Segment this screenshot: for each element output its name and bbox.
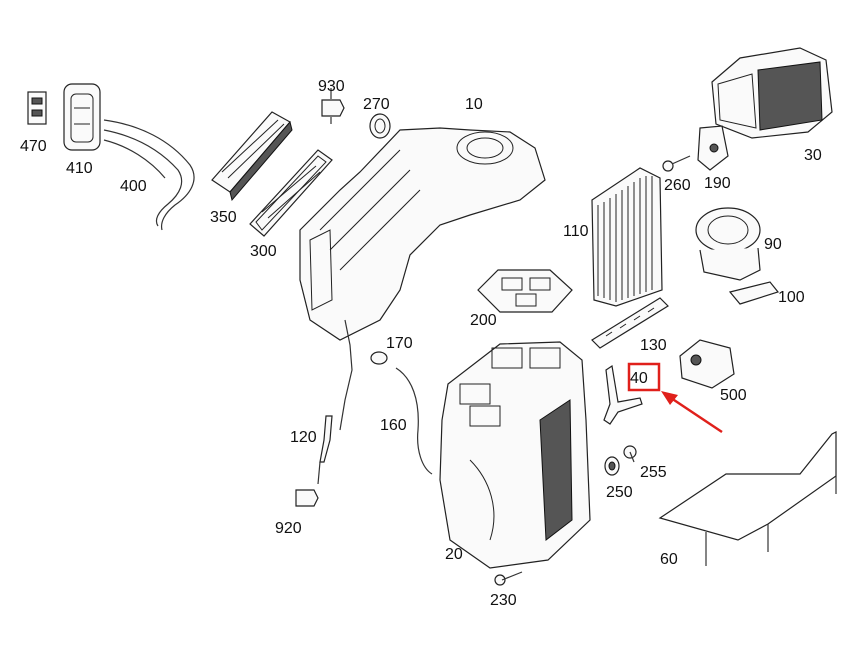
- callout-260: 260: [664, 177, 691, 194]
- callout-30: 30: [804, 147, 822, 164]
- part-60-panel[interactable]: [658, 431, 837, 566]
- part-100-resistor[interactable]: [728, 281, 780, 305]
- callout-100: 100: [778, 289, 805, 306]
- part-130-bracket[interactable]: [591, 297, 669, 349]
- callout-270: 270: [363, 96, 390, 113]
- callout-500: 500: [720, 387, 747, 404]
- part-410-seal[interactable]: [63, 83, 101, 151]
- part-920-tag[interactable]: [295, 489, 319, 507]
- callout-410: 410: [66, 160, 93, 177]
- callout-200: 200: [470, 312, 497, 329]
- part-250-grommet[interactable]: [604, 456, 620, 476]
- callout-10: 10: [465, 96, 483, 113]
- callout-255: 255: [640, 464, 667, 481]
- part-255-bolt[interactable]: [623, 445, 637, 463]
- callout-350: 350: [210, 209, 237, 226]
- part-30-regulator-module[interactable]: [711, 47, 833, 139]
- callout-170: 170: [386, 335, 413, 352]
- callout-250: 250: [606, 484, 633, 501]
- callout-300: 300: [250, 243, 277, 260]
- part-500-control-unit[interactable]: [679, 339, 735, 389]
- callout-400: 400: [120, 178, 147, 195]
- callout-920: 920: [275, 520, 302, 537]
- part-190-actuator[interactable]: [697, 125, 729, 171]
- part-400-pipes[interactable]: [103, 119, 195, 231]
- part-90-blower-motor[interactable]: [695, 207, 761, 281]
- part-350-heater-core[interactable]: [211, 111, 293, 202]
- callout-90: 90: [764, 236, 782, 253]
- part-120-sensor[interactable]: [317, 415, 333, 485]
- callout-130: 130: [640, 337, 667, 354]
- callout-120: 120: [290, 429, 317, 446]
- part-20-lower-housing[interactable]: [439, 341, 591, 569]
- callout-930: 930: [318, 78, 345, 95]
- callout-190: 190: [704, 175, 731, 192]
- part-200-gasket[interactable]: [477, 269, 573, 313]
- part-260-screw[interactable]: [662, 155, 691, 172]
- highlight-box: [627, 362, 661, 392]
- highlight-arrow: [661, 391, 723, 434]
- part-300-evaporator[interactable]: [249, 149, 333, 237]
- callout-230: 230: [490, 592, 517, 609]
- part-160-drain-hose[interactable]: [395, 367, 433, 475]
- part-110-cabin-filter[interactable]: [591, 167, 663, 307]
- part-170-clamp[interactable]: [370, 351, 388, 365]
- callout-40[interactable]: 40: [630, 370, 648, 387]
- part-470-connector[interactable]: [27, 91, 47, 125]
- part-10-upper-housing[interactable]: [299, 127, 546, 431]
- part-270-ring-seal[interactable]: [369, 113, 391, 139]
- part-930-label-tag[interactable]: [321, 88, 345, 124]
- part-230-screw[interactable]: [494, 571, 523, 586]
- callout-470: 470: [20, 138, 47, 155]
- part-40-lever-bracket[interactable]: [603, 364, 643, 425]
- callout-20: 20: [445, 546, 463, 563]
- callout-160: 160: [380, 417, 407, 434]
- callout-60: 60: [660, 551, 678, 568]
- callout-110: 110: [563, 223, 589, 240]
